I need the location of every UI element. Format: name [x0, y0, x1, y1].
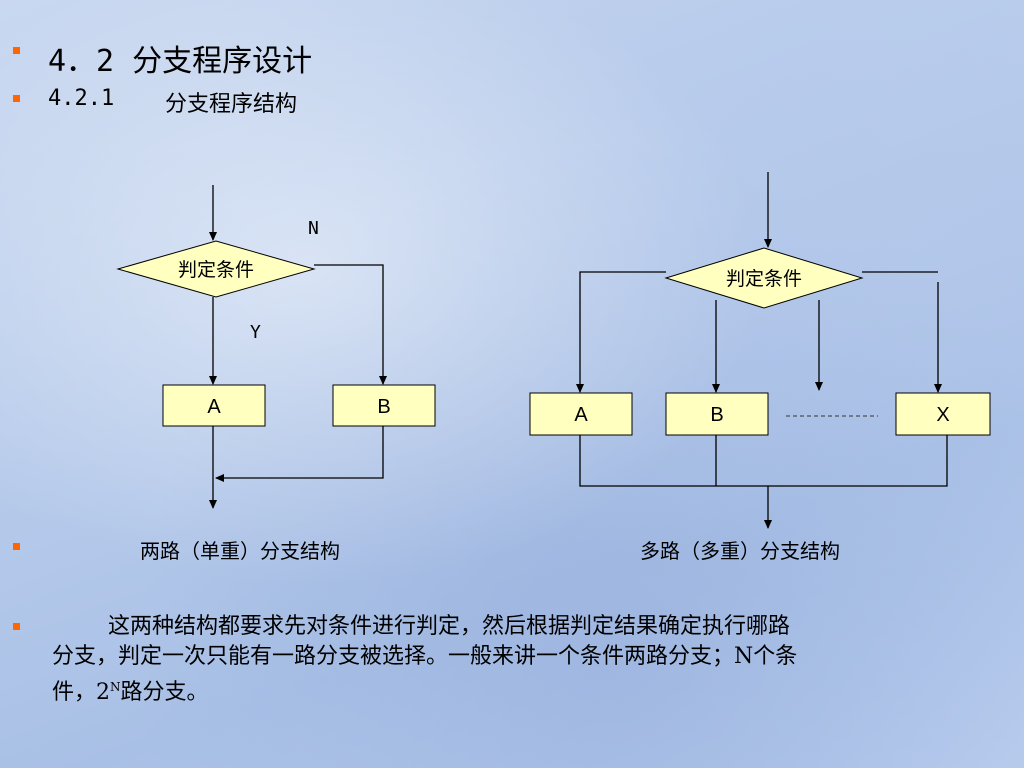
paragraph-line-3-start: 件，2 [52, 680, 110, 705]
process-box-a [162, 384, 266, 427]
no-label: N [308, 218, 319, 239]
box-b-label: B [377, 396, 390, 418]
box-b-label: B [710, 404, 723, 426]
decision-diamond [664, 247, 864, 309]
paragraph-line-1: 这两种结构都要求先对条件进行判定，然后根据判定结果确定执行哪路 [108, 614, 791, 639]
multi-way-diagram: 判定条件 A B X [529, 172, 991, 529]
two-way-diagram: 判定条件 N Y A B [116, 185, 436, 509]
merge-line [579, 435, 948, 487]
decision-label: 判定条件 [178, 259, 254, 281]
explanation-paragraph: 这两种结构都要求先对条件进行判定，然后根据判定结果确定执行哪路 分支，判定一次只… [52, 612, 1012, 708]
decision-diamond [116, 240, 316, 298]
process-box-b [332, 384, 436, 427]
process-box-a [529, 392, 633, 436]
no-arrow [314, 264, 387, 385]
subtitle-text: 分支程序结构 [165, 92, 298, 117]
decision-label: 判定条件 [726, 268, 802, 290]
branch-arrow-a [576, 271, 666, 393]
box-a-label: A [574, 404, 588, 426]
box-a-label: A [207, 396, 221, 418]
paragraph-line-2: 分支，判定一次只能有一路分支被选择。一般来讲一个条件两路分支；N个条 [52, 644, 798, 669]
multi-way-caption: 多路（多重）分支结构 [640, 539, 840, 563]
bullet-marker [13, 543, 20, 550]
superscript-n: N [110, 680, 121, 694]
process-box-b [665, 392, 769, 436]
process-box-x [895, 392, 991, 436]
paragraph-line-3-end: 路分支。 [120, 680, 209, 705]
yes-label: Y [250, 322, 261, 343]
bullet-marker [13, 95, 20, 102]
box-x-label: X [936, 404, 949, 426]
slide-title: 4．2 分支程序设计 [48, 44, 313, 79]
two-way-caption: 两路（单重）分支结构 [140, 539, 340, 563]
subtitle-number: 4.2.1 [48, 86, 115, 111]
merge-line-b [215, 426, 384, 482]
paragraph-line-3: 件，2N路分支。 [52, 672, 1012, 708]
bullet-marker [13, 623, 20, 630]
bullet-marker [13, 47, 20, 54]
